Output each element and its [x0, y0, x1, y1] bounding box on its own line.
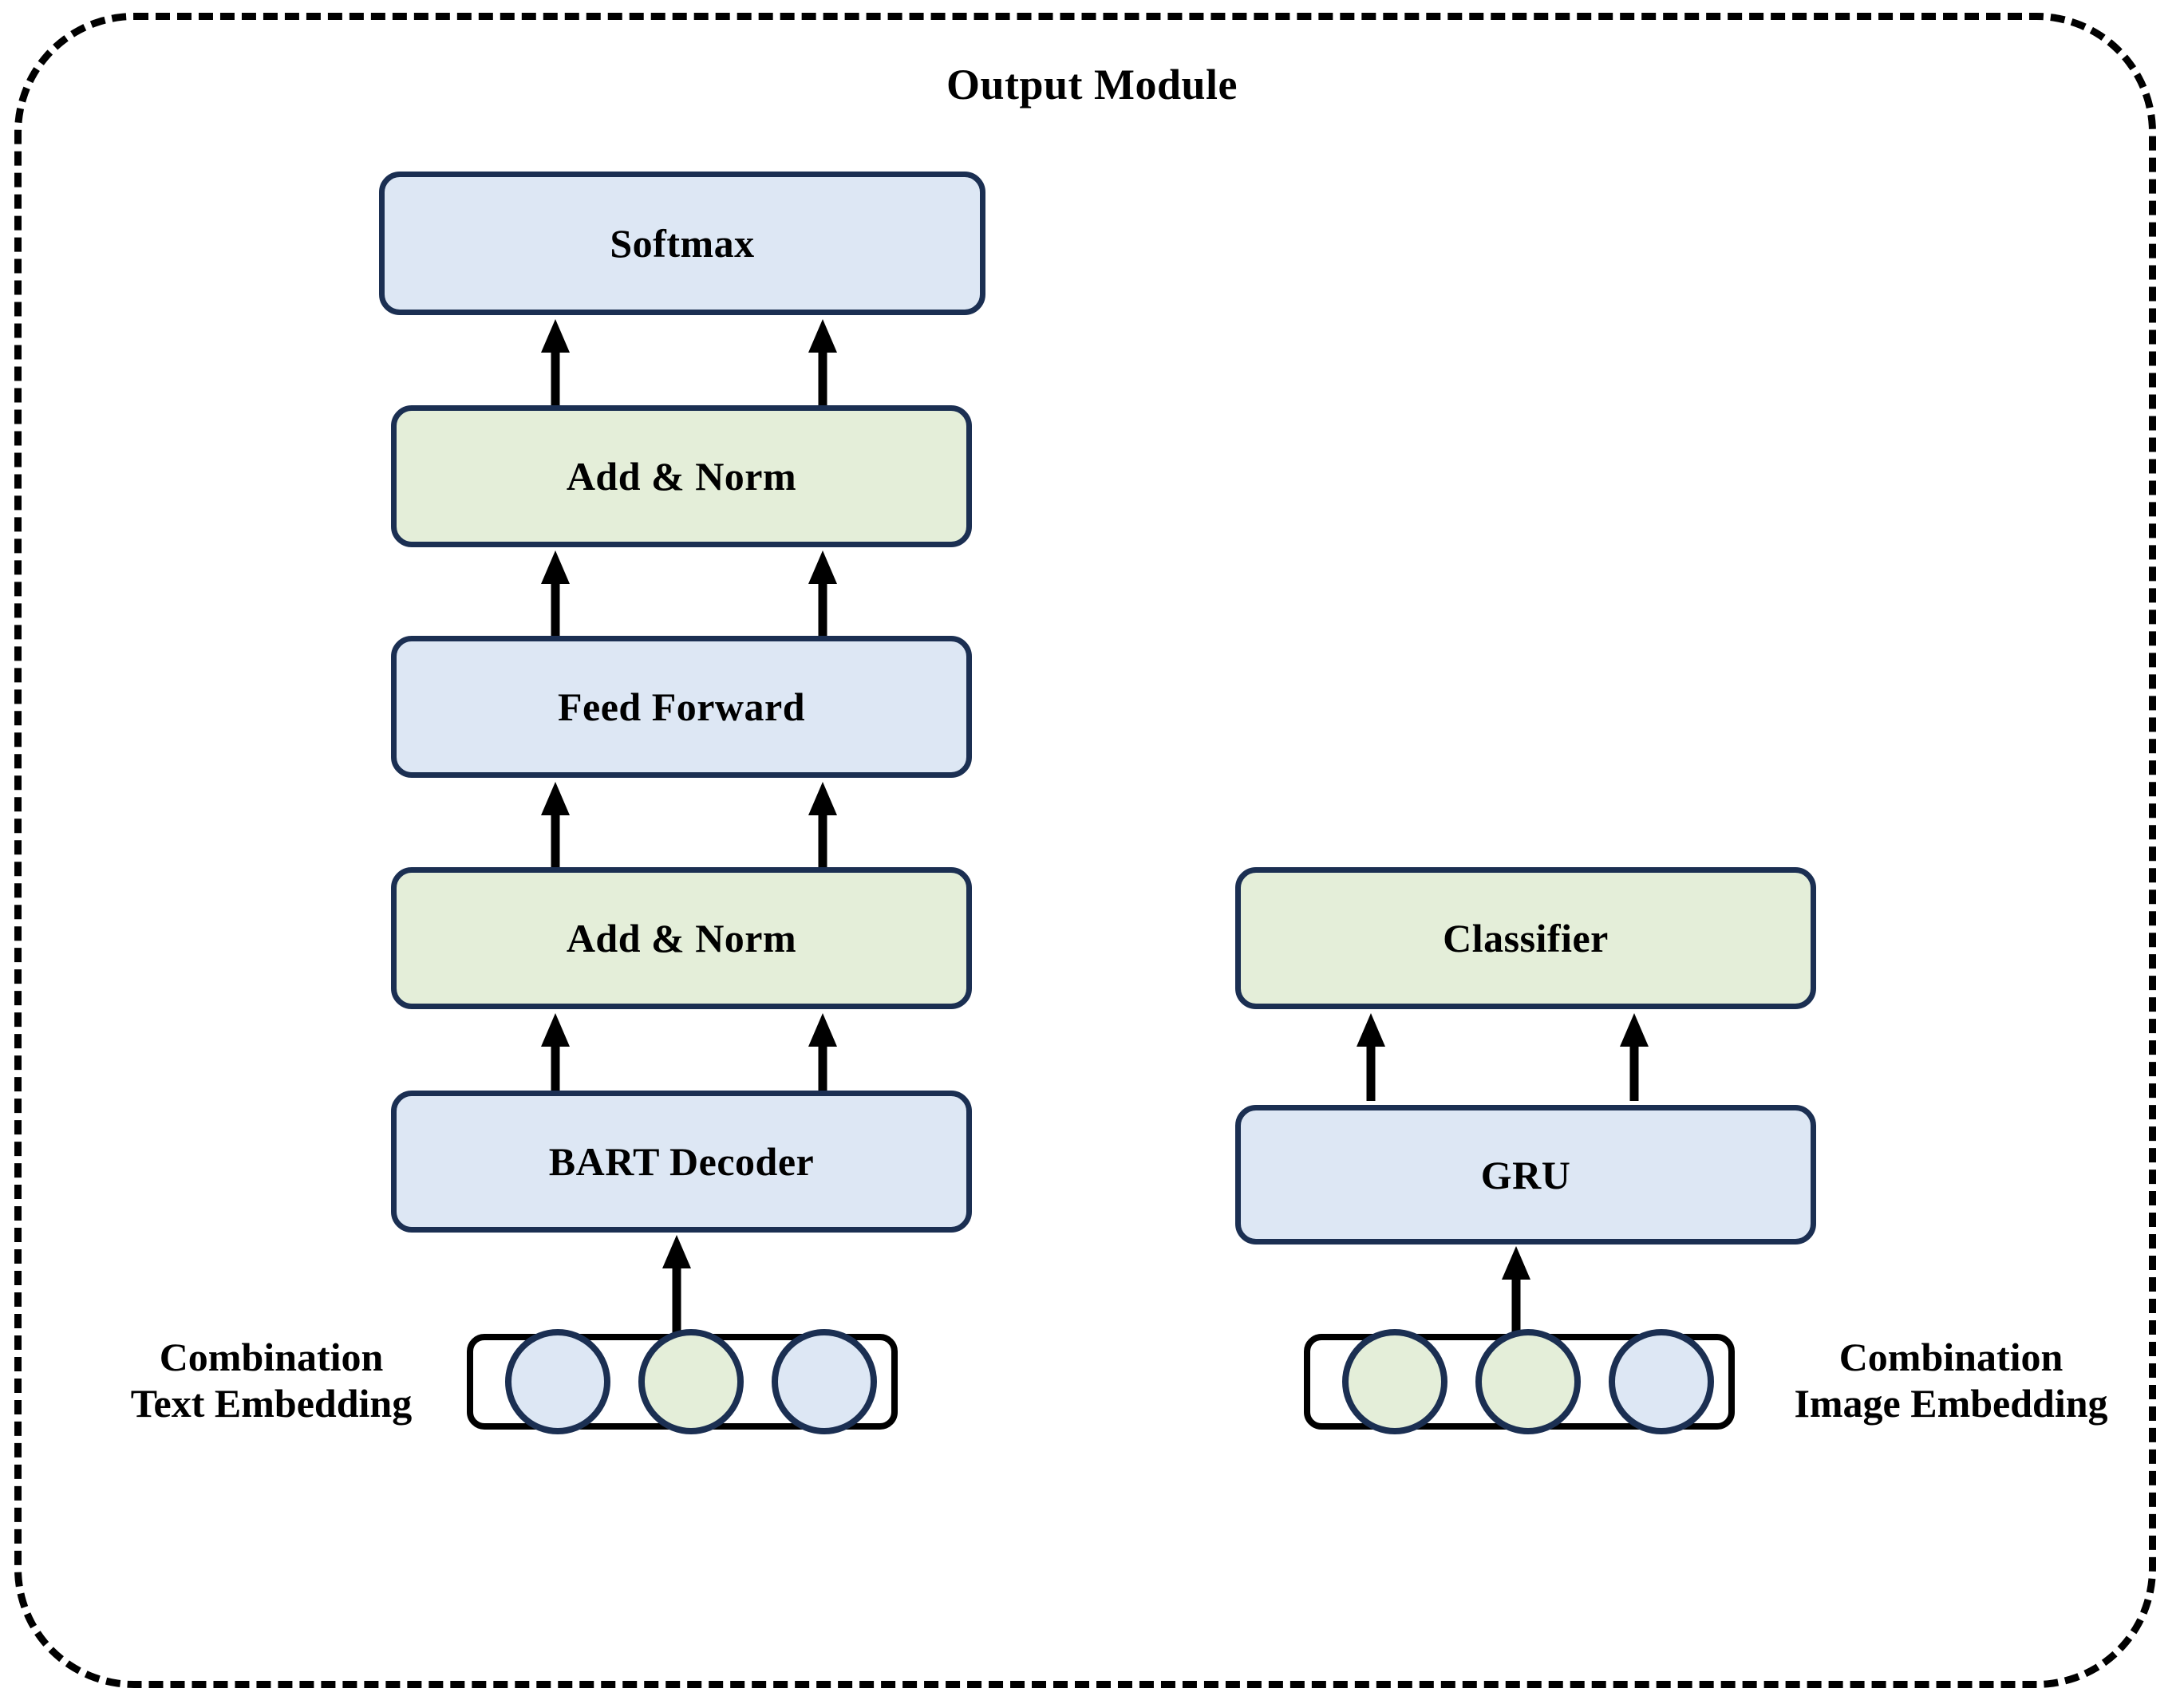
node-gru[interactable]: GRU: [1235, 1105, 1816, 1245]
embedding-circle-2: [638, 1329, 744, 1434]
arrow-gru-to-classifier-right: [1620, 1013, 1649, 1101]
embedding-circle-3: [772, 1329, 877, 1434]
node-add-norm-lower-label: Add & Norm: [566, 916, 797, 961]
node-add-norm-upper[interactable]: Add & Norm: [391, 405, 972, 547]
node-bart-decoder[interactable]: BART Decoder: [391, 1091, 972, 1233]
combination-text-embedding-caption: Combination Text Embedding: [130, 1335, 413, 1426]
arrow-addnorm2-to-feedforward-right: [808, 782, 837, 870]
arrow-stem: [1629, 1035, 1639, 1101]
embedding-circle-3: [1609, 1329, 1714, 1434]
arrow-stem: [818, 341, 827, 407]
embedding-circle-1: [1342, 1329, 1447, 1434]
arrow-stem: [818, 804, 827, 870]
arrow-stem: [551, 573, 560, 638]
arrow-bart-to-addnorm-left: [541, 1013, 570, 1101]
arrow-stem: [818, 1035, 827, 1101]
embedding-circle-2: [1475, 1329, 1581, 1434]
output-module-boundary: [14, 13, 2156, 1688]
arrow-stem: [1366, 1035, 1376, 1101]
arrow-bart-to-addnorm-right: [808, 1013, 837, 1101]
embedding-circle-1: [505, 1329, 610, 1434]
arrow-stem: [818, 573, 827, 638]
node-feed-forward[interactable]: Feed Forward: [391, 636, 972, 778]
node-add-norm-lower[interactable]: Add & Norm: [391, 867, 972, 1009]
node-add-norm-upper-label: Add & Norm: [566, 454, 797, 499]
arrow-addnorm2-to-feedforward-left: [541, 782, 570, 870]
node-classifier[interactable]: Classifier: [1235, 867, 1816, 1009]
arrow-stem: [672, 1258, 681, 1335]
node-softmax[interactable]: Softmax: [379, 172, 985, 315]
arrow-stem: [1511, 1268, 1521, 1335]
arrow-stem: [551, 341, 560, 407]
arrow-stem: [551, 1035, 560, 1101]
combination-image-embedding-caption: Combination Image Embedding: [1794, 1335, 2108, 1426]
module-title: Output Module: [946, 61, 1238, 108]
arrow-text-embedding-to-bart: [662, 1235, 691, 1335]
node-gru-label: GRU: [1480, 1152, 1571, 1197]
arrow-addnorm1-to-softmax-right: [808, 319, 837, 407]
node-bart-decoder-label: BART Decoder: [548, 1139, 815, 1184]
node-feed-forward-label: Feed Forward: [557, 684, 806, 729]
combination-text-embedding[interactable]: [467, 1329, 898, 1434]
combination-image-embedding[interactable]: [1304, 1329, 1735, 1434]
node-softmax-label: Softmax: [610, 221, 755, 266]
node-classifier-label: Classifier: [1443, 916, 1609, 961]
arrow-gru-to-classifier-left: [1357, 1013, 1385, 1101]
arrow-stem: [551, 804, 560, 870]
arrow-image-embedding-to-gru: [1502, 1246, 1530, 1335]
arrow-feedforward-to-addnorm-left: [541, 550, 570, 638]
arrow-feedforward-to-addnorm-right: [808, 550, 837, 638]
arrow-addnorm1-to-softmax-left: [541, 319, 570, 407]
